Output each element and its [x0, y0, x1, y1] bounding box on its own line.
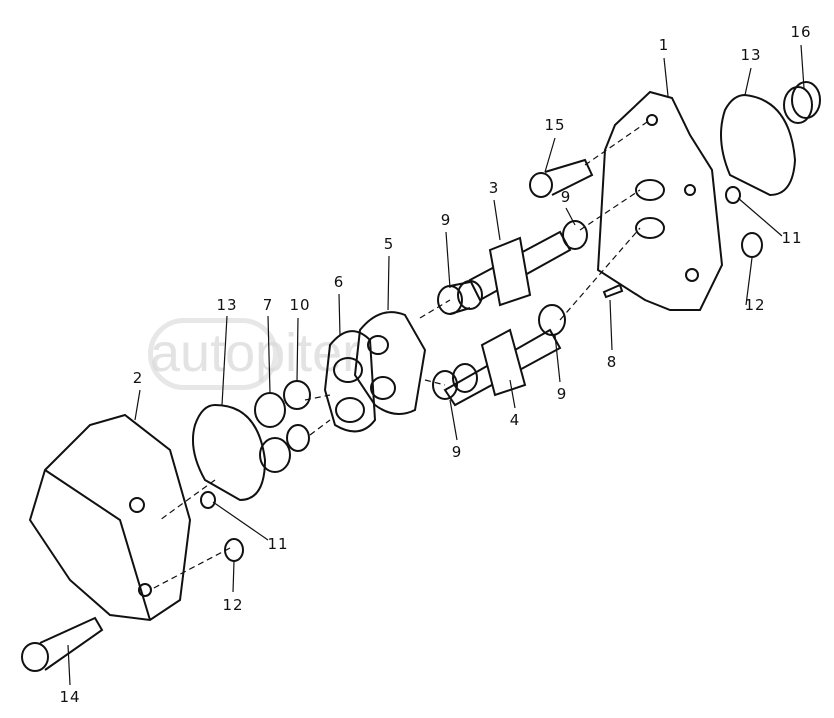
- callout-7: 7: [262, 296, 274, 314]
- callout-16: 16: [790, 23, 812, 41]
- callout-13: 13: [216, 296, 238, 314]
- callout-14: 14: [59, 688, 81, 706]
- part-12-ring: [224, 538, 244, 562]
- callout-11: 11: [781, 229, 803, 247]
- callout-4: 4: [509, 411, 521, 429]
- callout-15: 15: [544, 116, 566, 134]
- part-2-housing: [28, 413, 192, 622]
- callout-11: 11: [267, 535, 289, 553]
- callout-1: 1: [658, 36, 670, 54]
- part-16-bearing: [783, 81, 821, 124]
- callout-8: 8: [606, 353, 618, 371]
- callout-6: 6: [333, 273, 345, 291]
- part-4-gear-shaft: [443, 304, 566, 407]
- leader-lines: [67, 44, 805, 686]
- part-15-bolt: [529, 158, 594, 198]
- part-12-ring: [741, 232, 763, 258]
- callout-9: 9: [451, 443, 463, 461]
- part-7-ring: [259, 437, 291, 473]
- callout-12: 12: [744, 296, 766, 314]
- callout-12: 12: [222, 596, 244, 614]
- part-13-gasket-rear: [720, 93, 797, 197]
- part-8-pin: [602, 283, 624, 299]
- part-11-ring: [725, 186, 741, 204]
- part-14-bolt: [21, 616, 104, 672]
- callout-5: 5: [383, 235, 395, 253]
- callout-9: 9: [556, 385, 568, 403]
- part-13-gasket-front: [192, 403, 267, 502]
- part-3-gear-shaft: [468, 220, 588, 307]
- callout-2: 2: [132, 369, 144, 387]
- part-1-plate: [596, 90, 724, 311]
- part-9-bushing: [437, 280, 483, 315]
- part-7-ring: [254, 392, 286, 428]
- callout-13: 13: [740, 46, 762, 64]
- part-6-plate: [323, 330, 377, 433]
- part-9-bushing: [432, 363, 478, 400]
- part-10-ring: [283, 380, 311, 410]
- part-10-ring: [286, 424, 310, 452]
- callout-9: 9: [560, 188, 572, 206]
- callout-9: 9: [440, 211, 452, 229]
- part-11-ring: [200, 491, 216, 509]
- callout-10: 10: [289, 296, 311, 314]
- part-5-body: [353, 311, 427, 415]
- watermark-logo: [148, 318, 278, 390]
- callout-3: 3: [488, 179, 500, 197]
